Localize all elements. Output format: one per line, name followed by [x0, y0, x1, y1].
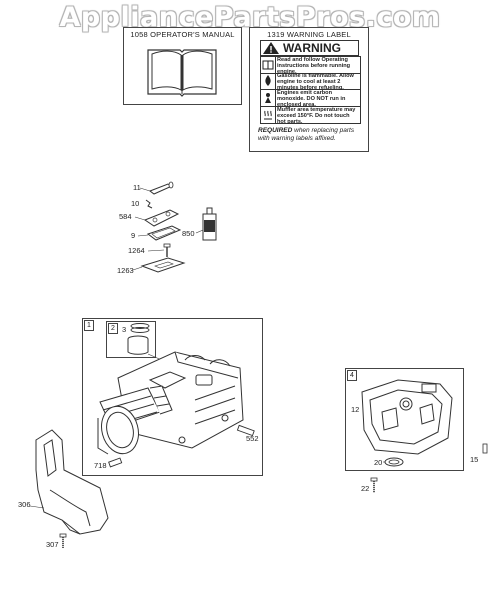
warning-row: Muffler area temperature may exceed 150°…	[260, 107, 361, 126]
index-box-1: 1	[84, 320, 94, 331]
warning-row-text: Muffler area temperature may exceed 150°…	[277, 107, 356, 126]
index-box-2: 2	[108, 323, 118, 334]
warning-row: Engines emit carbon monoxide. DO NOT run…	[260, 90, 361, 109]
warning-row: Read and follow Operating instructions b…	[260, 56, 361, 76]
warning-row-text: Engines emit carbon monoxide. DO NOT run…	[277, 90, 346, 109]
warning-banner-text: WARNING	[283, 41, 341, 55]
part-number-1263: 1263	[117, 266, 134, 275]
open-book-icon	[147, 49, 217, 97]
air-baffle	[35, 429, 109, 535]
part-number-850: 850	[182, 229, 195, 238]
hot-surface-icon	[261, 107, 276, 123]
breather-cover	[134, 209, 180, 227]
part-number-10: 10	[131, 199, 140, 208]
required-note: REQUIRED when replacing parts with warni…	[258, 127, 364, 143]
required-note-text: when replacing parts with warning labels…	[258, 127, 355, 142]
engine-sump	[361, 379, 453, 455]
part-number-9: 9	[131, 231, 136, 240]
warning-triangle-icon	[263, 42, 279, 54]
warning-label-box: 1319 WARNING LABEL WARNING Read and foll…	[249, 27, 369, 152]
operators-manual-title: 1058 OPERATOR'S MANUAL	[130, 30, 235, 39]
warning-row-text: Gasoline is flammable. Allow engine to c…	[277, 73, 354, 92]
part-number-15: 15	[470, 455, 479, 464]
index-box-4: 4	[347, 370, 357, 381]
baffle-screw	[59, 533, 67, 548]
fuel-fire-icon	[261, 73, 276, 89]
piston	[127, 335, 149, 355]
bolt-part	[147, 243, 171, 257]
screw-part	[145, 199, 153, 209]
alignment-pin	[108, 457, 123, 468]
part-number-1264: 1264	[128, 246, 145, 255]
sump-bolt	[370, 477, 378, 493]
operators-manual-box: 1058 OPERATOR'S MANUAL	[123, 27, 242, 105]
part-number-584: 584	[119, 212, 132, 221]
exhaust-icon	[261, 90, 276, 106]
part-number-12: 12	[351, 405, 360, 414]
required-note-bold: REQUIRED	[258, 127, 293, 134]
part-number-718: 718	[94, 461, 107, 470]
warning-row-text: Read and follow Operating instructions b…	[277, 57, 351, 76]
piston-rings	[130, 323, 150, 333]
sealant-bottle	[195, 207, 217, 241]
warning-label-title: 1319 WARNING LABEL	[267, 30, 351, 39]
warning-row: Gasoline is flammable. Allow engine to c…	[260, 73, 361, 92]
part-number-306: 306	[18, 500, 31, 509]
dowel-pin	[236, 424, 255, 437]
breather-tube	[139, 181, 174, 195]
oil-seal	[383, 457, 404, 467]
piston-subbox	[106, 321, 156, 358]
cover-plate	[132, 257, 186, 273]
warning-banner: WARNING	[260, 40, 359, 56]
part-number-22: 22	[361, 484, 370, 493]
part-number-11: 11	[133, 183, 141, 192]
part-number-552: 552	[246, 434, 259, 443]
part-number-307: 307	[46, 540, 59, 549]
part-number-20: 20	[374, 458, 383, 467]
manual-read-icon	[261, 57, 276, 73]
cylinder-block	[117, 351, 244, 449]
drain-plug	[482, 443, 488, 454]
gasket-part	[137, 225, 182, 241]
cylinder-fins	[97, 385, 173, 455]
part-number-3: 3	[122, 325, 127, 334]
